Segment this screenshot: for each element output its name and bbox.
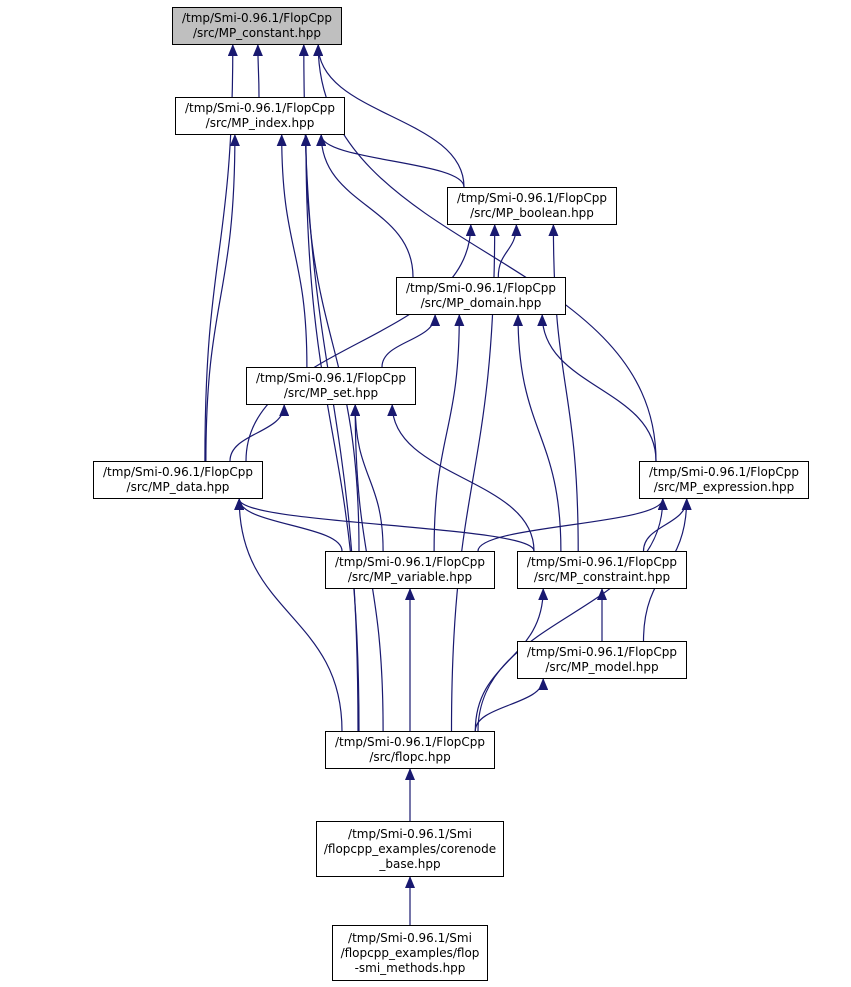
node-mp-boolean[interactable]: /tmp/Smi-0.96.1/FlopCpp/src/MP_boolean.h… bbox=[447, 187, 617, 225]
edge-set-to-domain bbox=[381, 314, 441, 368]
edge-constraint-to-data bbox=[234, 498, 535, 552]
node-label-line: /src/MP_constant.hpp bbox=[192, 26, 321, 40]
node-label-line: /src/MP_data.hpp bbox=[126, 480, 230, 494]
edge-boolean-to-constant bbox=[313, 44, 465, 188]
node-label-line: /tmp/Smi-0.96.1/FlopCpp bbox=[255, 371, 407, 385]
edge-constraint-to-domain bbox=[513, 314, 562, 552]
node-label-line: /src/MP_variable.hpp bbox=[347, 570, 473, 584]
edge-variable-to-set bbox=[350, 404, 384, 552]
node-label-line: -smi_methods.hpp bbox=[354, 960, 466, 975]
node-label-line: _base.hpp bbox=[379, 856, 441, 871]
node-mp-set[interactable]: /tmp/Smi-0.96.1/FlopCpp/src/MP_set.hpp bbox=[246, 367, 416, 405]
edge-variable-to-domain bbox=[433, 314, 465, 552]
edge-domain-to-index bbox=[316, 134, 414, 278]
node-label-line: /tmp/Smi-0.96.1/Smi bbox=[348, 930, 472, 945]
edge-set-to-index bbox=[276, 134, 308, 368]
edge-index-to-constant bbox=[252, 44, 263, 98]
edge-variable-to-index bbox=[300, 134, 360, 552]
node-label-line: /src/flopc.hpp bbox=[369, 750, 451, 764]
node-label-line: /src/MP_constraint.hpp bbox=[533, 570, 671, 584]
edge-data-to-set bbox=[229, 404, 290, 462]
node-mp-domain[interactable]: /tmp/Smi-0.96.1/FlopCpp/src/MP_domain.hp… bbox=[396, 277, 566, 315]
edge-flopc-to-expression bbox=[477, 498, 668, 732]
edge-constraint-to-expression bbox=[642, 498, 692, 552]
node-label-line: /tmp/Smi-0.96.1/FlopCpp bbox=[405, 281, 557, 295]
edge-constraint-to-boolean bbox=[548, 224, 579, 552]
node-corenode-base[interactable]: /tmp/Smi-0.96.1/Smi/flopcpp_examples/cor… bbox=[316, 821, 504, 877]
node-label-line: /src/MP_boolean.hpp bbox=[470, 206, 594, 220]
edge-flopc-to-model bbox=[474, 678, 549, 732]
node-flop-smi-methods[interactable]: /tmp/Smi-0.96.1/Smi/flopcpp_examples/flo… bbox=[332, 925, 488, 981]
edge-expression-to-domain bbox=[537, 314, 657, 462]
node-label-line: /src/MP_model.hpp bbox=[545, 660, 659, 674]
node-label-line: /tmp/Smi-0.96.1/FlopCpp bbox=[526, 555, 678, 569]
edge-variable-to-data bbox=[234, 498, 343, 552]
node-mp-expression[interactable]: /tmp/Smi-0.96.1/FlopCpp/src/MP_expressio… bbox=[639, 461, 809, 499]
node-label-line: /tmp/Smi-0.96.1/FlopCpp bbox=[334, 735, 486, 749]
node-mp-constraint[interactable]: /tmp/Smi-0.96.1/FlopCpp/src/MP_constrain… bbox=[517, 551, 687, 589]
node-mp-data[interactable]: /tmp/Smi-0.96.1/FlopCpp/src/MP_data.hpp bbox=[93, 461, 263, 499]
node-label-line: /tmp/Smi-0.96.1/Smi bbox=[348, 826, 472, 841]
edge-flopc-to-boolean bbox=[450, 224, 500, 732]
node-label-line: /flopcpp_examples/corenode bbox=[323, 841, 497, 856]
edge-flopc-to-constraint bbox=[474, 588, 549, 732]
node-label-line: /tmp/Smi-0.96.1/FlopCpp bbox=[184, 101, 336, 115]
edge-variable-to-expression bbox=[477, 498, 668, 552]
node-label-line: /tmp/Smi-0.96.1/FlopCpp bbox=[181, 11, 333, 25]
node-label-line: /src/MP_set.hpp bbox=[283, 386, 379, 400]
edge-domain-to-boolean bbox=[497, 224, 522, 278]
edge-flopc-to-index bbox=[300, 134, 360, 732]
node-mp-variable[interactable]: /tmp/Smi-0.96.1/FlopCpp/src/MP_variable.… bbox=[325, 551, 495, 589]
edge-flopc-to-data bbox=[234, 498, 343, 732]
edge-data-to-index bbox=[205, 134, 240, 462]
node-flopc[interactable]: /tmp/Smi-0.96.1/FlopCpp/src/flopc.hpp bbox=[325, 731, 495, 769]
node-label-line: /tmp/Smi-0.96.1/FlopCpp bbox=[648, 465, 800, 479]
node-label-line: /src/MP_domain.hpp bbox=[420, 296, 542, 310]
node-label-line: /tmp/Smi-0.96.1/FlopCpp bbox=[456, 191, 608, 205]
node-mp-index[interactable]: /tmp/Smi-0.96.1/FlopCpp/src/MP_index.hpp bbox=[175, 97, 345, 135]
node-mp-constant: /tmp/Smi-0.96.1/FlopCpp/src/MP_constant.… bbox=[172, 7, 342, 45]
node-label-line: /tmp/Smi-0.96.1/FlopCpp bbox=[526, 645, 678, 659]
node-label-line: /tmp/Smi-0.96.1/FlopCpp bbox=[102, 465, 254, 479]
node-label-line: /flopcpp_examples/flop bbox=[340, 945, 480, 960]
node-label-line: /src/MP_expression.hpp bbox=[653, 480, 795, 494]
node-label-line: /src/MP_index.hpp bbox=[205, 116, 315, 130]
node-mp-model[interactable]: /tmp/Smi-0.96.1/FlopCpp/src/MP_model.hpp bbox=[517, 641, 687, 679]
dependency-edges bbox=[204, 44, 692, 925]
edge-boolean-to-index bbox=[316, 134, 465, 188]
edge-data-to-boolean bbox=[245, 224, 476, 462]
edge-constraint-to-set bbox=[387, 404, 535, 552]
node-label-line: /tmp/Smi-0.96.1/FlopCpp bbox=[334, 555, 486, 569]
